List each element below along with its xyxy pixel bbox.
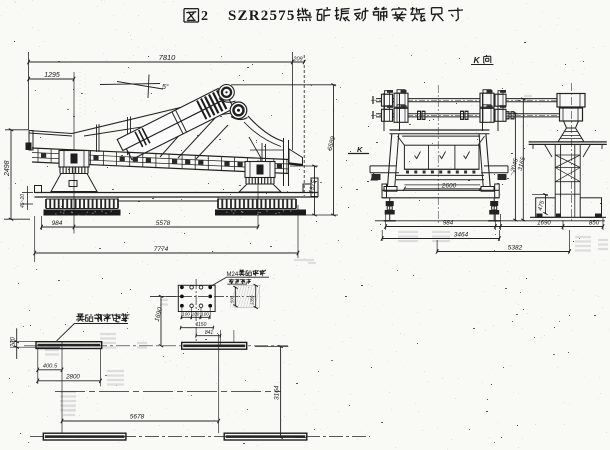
svg-text:M24: M24 (227, 272, 239, 278)
svg-text:7810: 7810 (159, 53, 177, 62)
svg-text:1690: 1690 (154, 306, 165, 322)
svg-text:5382: 5382 (508, 245, 523, 252)
svg-text:100: 100 (201, 312, 209, 317)
svg-text:3464: 3464 (454, 232, 469, 239)
svg-text:45~20: 45~20 (20, 194, 26, 208)
svg-text:K: K (357, 145, 363, 154)
svg-text:3164: 3164 (274, 385, 281, 400)
svg-text:1690: 1690 (537, 220, 551, 227)
svg-text:2800: 2800 (65, 374, 80, 381)
svg-text:475: 475 (538, 200, 547, 212)
svg-text:6589: 6589 (327, 135, 338, 151)
svg-text:209: 209 (292, 57, 302, 63)
svg-text:984: 984 (443, 220, 454, 227)
svg-text:1150: 1150 (196, 322, 207, 328)
svg-text:841: 841 (205, 330, 214, 336)
svg-text:2: 2 (201, 9, 208, 24)
svg-text:400.5: 400.5 (43, 364, 58, 370)
svg-text:SZR2575: SZR2575 (228, 8, 296, 24)
svg-text:3165: 3165 (517, 156, 527, 172)
svg-text:100: 100 (182, 312, 190, 317)
svg-text:220: 220 (11, 336, 17, 348)
svg-text:850: 850 (589, 220, 600, 227)
svg-text:5678: 5678 (130, 414, 145, 421)
svg-text:100: 100 (192, 312, 200, 317)
svg-text:K: K (474, 55, 481, 65)
svg-text:1350: 1350 (250, 295, 255, 305)
svg-text:2600: 2600 (441, 183, 457, 190)
svg-text:7774: 7774 (154, 246, 169, 253)
svg-text:2498: 2498 (4, 160, 11, 177)
svg-text:5578: 5578 (156, 220, 171, 227)
svg-text:~2045: ~2045 (509, 157, 520, 176)
svg-text:5°: 5° (162, 83, 169, 91)
svg-text:500: 500 (230, 295, 235, 303)
svg-text:1375: 1375 (308, 179, 318, 195)
svg-text:1295: 1295 (44, 72, 60, 79)
svg-text:984: 984 (52, 220, 63, 227)
